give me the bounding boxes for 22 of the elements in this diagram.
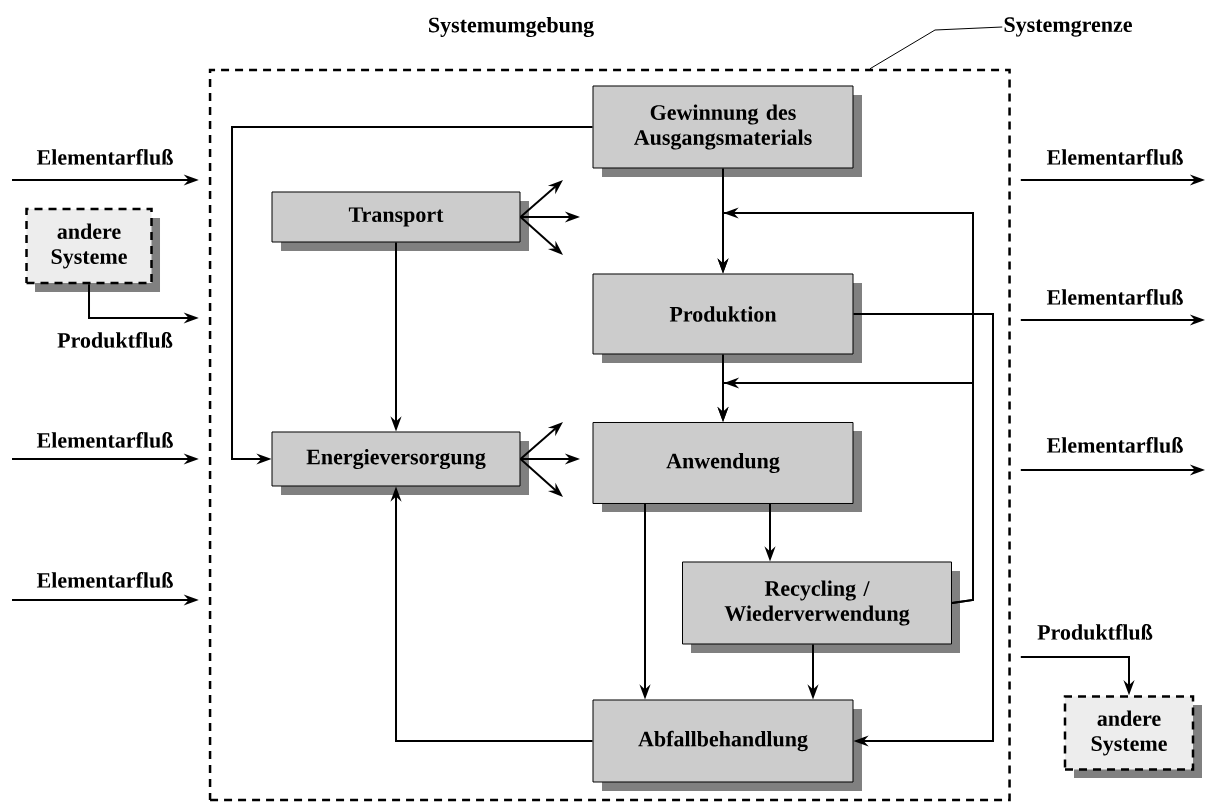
leader-line xyxy=(869,26,1003,70)
edge-label: Elementarfluß xyxy=(36,572,173,588)
process-box: Anwendung xyxy=(592,422,862,512)
process-box: Energieversorgung xyxy=(271,431,529,495)
region-label: Systemumgebung xyxy=(429,16,594,38)
system-box: andere Systeme xyxy=(25,207,160,292)
edge-label: Elementarfluß xyxy=(36,432,173,448)
arrow xyxy=(852,313,994,747)
system-box: andere Systeme xyxy=(1063,695,1202,778)
process-box: Produktion xyxy=(592,273,862,363)
process-box: Recycling / Wiederverwendung xyxy=(682,561,960,653)
edge-label: Elementarfluß xyxy=(1046,437,1183,453)
edge-label: Produktfluß xyxy=(1037,624,1153,640)
edge-label: Elementarfluß xyxy=(36,149,173,165)
process-box: Abfallbehandlung xyxy=(592,699,862,791)
edge-label: Elementarfluß xyxy=(1046,289,1183,305)
system-boundary xyxy=(208,68,1011,802)
edge-label: Elementarfluß xyxy=(1046,149,1183,165)
boundary-label: Systemgrenze xyxy=(1004,17,1132,37)
edge-label: Produktfluß xyxy=(57,332,173,348)
process-box: Gewinnung des Ausgangsmaterials xyxy=(592,85,862,177)
process-box: Transport xyxy=(271,191,529,251)
